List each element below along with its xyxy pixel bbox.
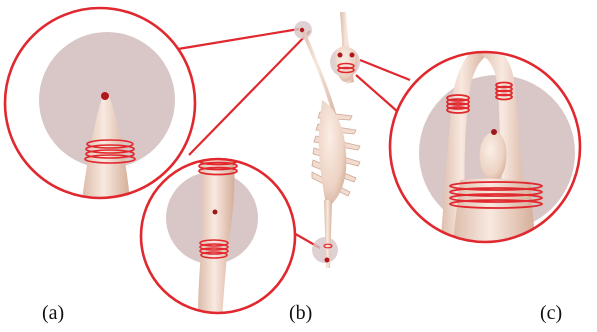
base-marker <box>325 258 330 263</box>
joint-point-c <box>491 129 497 135</box>
central-model <box>294 12 360 268</box>
connector-c-bottom <box>356 75 398 112</box>
connector-a-bottom <box>189 31 310 155</box>
top-left-marker <box>300 28 304 32</box>
caption-a: (a) <box>42 302 64 325</box>
upper-beak <box>300 28 338 120</box>
caption-c: (c) <box>540 302 562 325</box>
connector-c-top <box>360 60 410 80</box>
zoom-circle-c <box>390 44 580 250</box>
zoom-circle-a <box>5 8 195 200</box>
zoom-circle-b <box>141 150 295 320</box>
tip-point-a <box>101 92 109 100</box>
joint-point-b <box>213 210 218 215</box>
connector-a-top <box>178 29 299 49</box>
caption-b: (b) <box>289 302 312 325</box>
